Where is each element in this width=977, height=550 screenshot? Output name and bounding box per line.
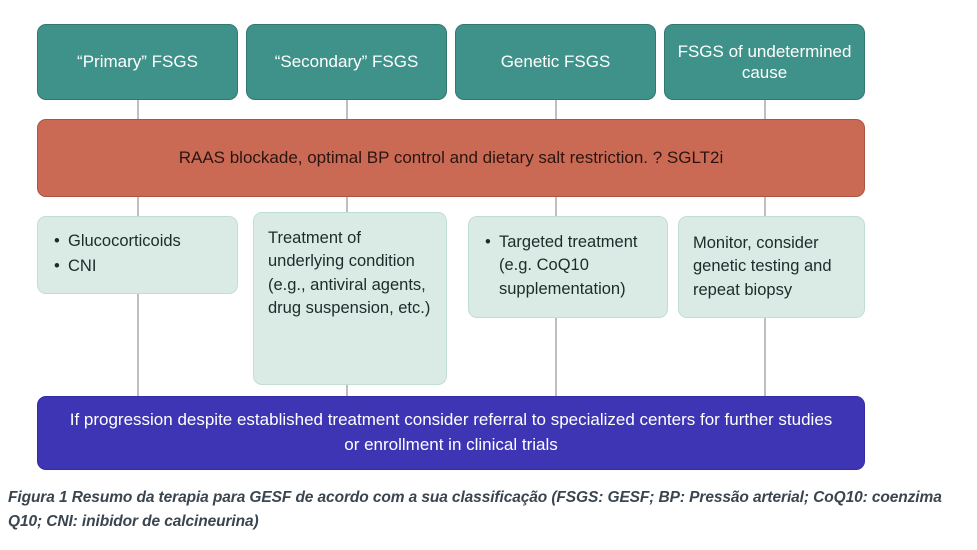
category-box-undetermined-cause-fsgs: FSGS of undetermined cause xyxy=(664,24,865,100)
category-box-genetic-fsgs: Genetic FSGS xyxy=(455,24,656,100)
treatment-box-undetermined: Monitor, consider genetic testing and re… xyxy=(678,216,865,318)
category-box-primary-fsgs: “Primary” FSGS xyxy=(37,24,238,100)
treatment-bullet-item: Targeted treatment (e.g. CoQ10 supplemen… xyxy=(485,231,653,301)
connector-treatment-3-to-blue-band xyxy=(555,318,557,397)
category-label: FSGS of undetermined cause xyxy=(677,41,852,82)
treatment-box-primary: Glucocorticoids CNI xyxy=(37,216,238,294)
general-therapy-band: RAAS blockade, optimal BP control and di… xyxy=(37,119,865,197)
escalation-band: If progression despite established treat… xyxy=(37,396,865,470)
treatment-bullet-item: Glucocorticoids xyxy=(54,230,181,254)
treatment-bullet-list: Glucocorticoids CNI xyxy=(52,230,181,281)
connector-treatment-4-to-blue-band xyxy=(764,318,766,397)
general-therapy-label: RAAS blockade, optimal BP control and di… xyxy=(178,147,724,167)
escalation-label: If progression despite established treat… xyxy=(69,410,833,454)
treatment-bullet-list: Targeted treatment (e.g. CoQ10 supplemen… xyxy=(483,231,653,303)
connector-category-3-to-red-band xyxy=(555,99,557,120)
connector-treatment-2-to-blue-band xyxy=(346,384,348,397)
connector-red-band-to-treatment-2 xyxy=(346,196,348,213)
treatment-box-genetic: Targeted treatment (e.g. CoQ10 supplemen… xyxy=(468,216,668,318)
connector-red-band-to-treatment-1 xyxy=(137,196,139,217)
category-box-secondary-fsgs: “Secondary” FSGS xyxy=(246,24,447,100)
treatment-text: Treatment of underlying condition (e.g.,… xyxy=(268,229,431,318)
connector-treatment-1-to-blue-band xyxy=(137,293,139,397)
category-label: “Primary” FSGS xyxy=(77,52,198,72)
connector-category-2-to-red-band xyxy=(346,99,348,120)
category-label: “Secondary” FSGS xyxy=(274,52,419,72)
connector-category-4-to-red-band xyxy=(764,99,766,120)
connector-red-band-to-treatment-4 xyxy=(764,196,766,217)
treatment-box-secondary: Treatment of underlying condition (e.g.,… xyxy=(253,212,447,385)
connector-category-1-to-red-band xyxy=(137,99,139,120)
treatment-text: Monitor, consider genetic testing and re… xyxy=(693,233,832,299)
figure-caption: Figura 1 Resumo da terapia para GESF de … xyxy=(8,489,942,531)
category-label: Genetic FSGS xyxy=(500,52,611,72)
treatment-bullet-item: CNI xyxy=(54,255,181,279)
connector-red-band-to-treatment-3 xyxy=(555,196,557,217)
